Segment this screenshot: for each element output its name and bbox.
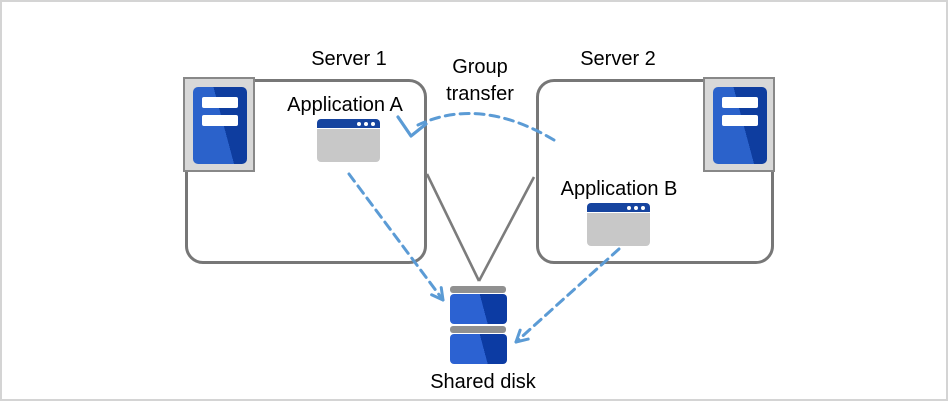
disk-platter [450,334,507,364]
window-titlebar [587,203,650,212]
shared-disk-stack-icon [450,286,507,364]
server-chassis [713,87,767,164]
server-chassis [193,87,247,164]
server-slot [722,97,758,108]
app-a-window-icon [317,119,380,162]
disk-platter [450,294,507,324]
shared-disk-label: Shared disk [430,371,536,393]
server-slot [202,115,238,126]
group-transfer-label: Group transfer [420,54,540,108]
disk-bar [450,326,506,333]
window-body [317,129,380,162]
server2-label: Server 2 [580,48,656,70]
server-to-disk-lines [425,173,536,282]
app-b-window-icon [587,203,650,246]
group-transfer-arc [416,111,556,142]
window-dot-icon [627,205,631,210]
group-transfer-label-line2: transfer [446,83,514,105]
window-titlebar [317,119,380,128]
server1-label: Server 1 [311,48,387,70]
server1-tower-icon [183,77,255,172]
disk-bar [450,286,506,293]
window-dot-icon [634,205,638,210]
window-dot-icon [357,121,361,126]
window-body [587,213,650,246]
server-slot [722,115,758,126]
group-transfer-label-line1: Group [452,56,508,78]
window-dot-icon [371,121,375,126]
window-dot-icon [364,121,368,126]
server2-tower-icon [703,77,775,172]
app-b-label: Application B [560,178,678,200]
window-dot-icon [641,205,645,210]
server-slot [202,97,238,108]
app-a-label: Application A [287,94,403,116]
